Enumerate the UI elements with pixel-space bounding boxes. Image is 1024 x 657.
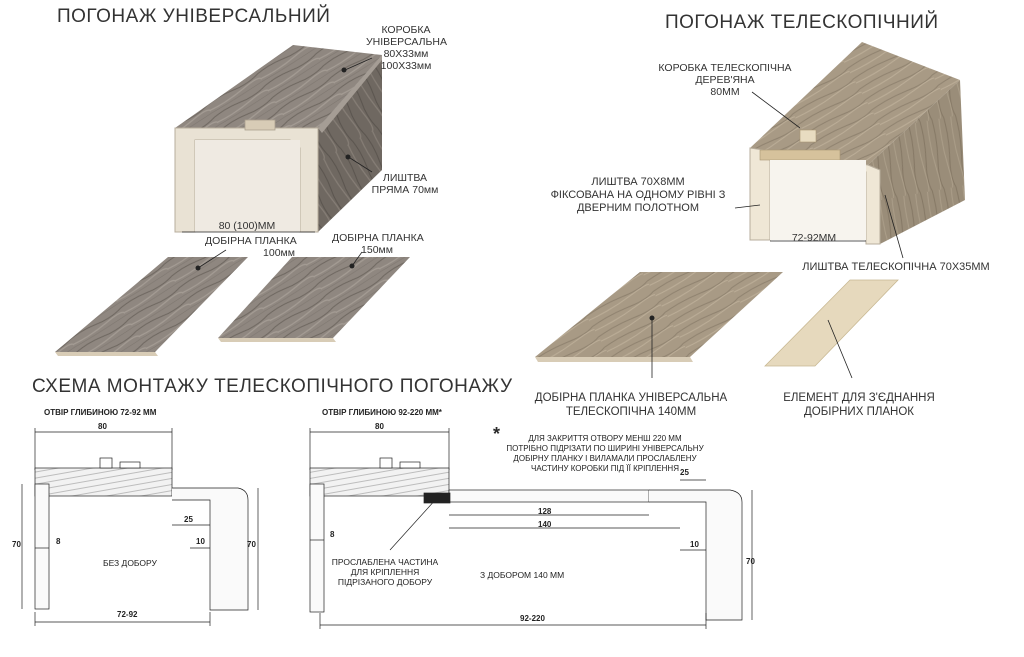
universal-plank100-label-line: ДОБІРНА ПЛАНКА (205, 235, 297, 247)
telescopic-casing-fixed-label-line: ФІКСОВАНА НА ОДНОМУ РІВНІ З (550, 189, 726, 201)
footnote-line: ДОБІРНУ ПЛАНКУ І ВИЛАМАЛИ ПРОСЛАБЛЕНУ (513, 454, 697, 463)
telescopic-plank-label: ДОБІРНА ПЛАНКА УНІВЕРСАЛЬНА ТЕЛЕСКОПІЧНА… (526, 391, 736, 419)
scheme-right-dim-top: 80 (375, 422, 384, 431)
telescopic-casing-tele-label: ЛИШТВА ТЕЛЕСКОПІЧНА 70Х35ММ (802, 261, 990, 273)
universal-box-illustration (174, 45, 382, 233)
telescopic-box-label-line: КОРОБКА ТЕЛЕСКОПІЧНА (658, 62, 792, 74)
scheme-right-dim-10: 10 (690, 540, 699, 549)
universal-plank150-label: ДОБІРНА ПЛАНКА 150мм (332, 232, 424, 256)
scheme-left-header: ОТВІР ГЛИБИНОЮ 72-92 ММ (44, 408, 157, 417)
connector-label-line: ДОБІРНИХ ПЛАНОК (803, 406, 914, 418)
telescopic-casing-fixed-label-line: ЛИШТВА 70Х8ММ (591, 176, 685, 188)
scheme-left-dim-10: 10 (196, 537, 205, 546)
universal-box-label-line: 80Х33мм (383, 48, 429, 60)
title-telescopic: ПОГОНАЖ ТЕЛЕСКОПІЧНИЙ (665, 12, 939, 33)
telescopic-casing-fixed-label: ЛИШТВА 70Х8ММ ФІКСОВАНА НА ОДНОМУ РІВНІ … (540, 176, 736, 215)
universal-box-label: КОРОБКА УНІВЕРСАЛЬНА 80Х33мм 100Х33мм (366, 24, 448, 72)
connector-element-illustration (764, 279, 899, 379)
universal-box-label-line: 100Х33мм (380, 60, 432, 72)
scheme-right-dim-128: 128 (538, 507, 552, 516)
universal-plank-150 (218, 251, 410, 342)
scheme-right-weak-label-line: ДЛЯ КРІПЛЕННЯ (350, 567, 420, 577)
scheme-right-header: ОТВІР ГЛИБИНОЮ 92-220 ММ* (322, 408, 442, 417)
universal-plank100-label-line: 100мм (263, 247, 295, 259)
connector-label-line: ЕЛЕМЕНТ ДЛЯ З'ЄДНАННЯ (783, 392, 935, 404)
telescopic-width-label: 72-92ММ (791, 232, 837, 244)
telescopic-box-illustration (734, 42, 965, 259)
universal-width-label: 80 (100)ММ (218, 220, 276, 232)
footnote-line: ДЛЯ ЗАКРИТТЯ ОТВОРУ МЕНШ 220 ММ (528, 434, 682, 443)
scheme-right-dim-8: 8 (330, 530, 335, 539)
universal-box-label-line: КОРОБКА (381, 24, 431, 36)
scheme-right-drawing (309, 428, 753, 629)
scheme-right-center-label: З ДОБОРОМ 140 ММ (480, 570, 565, 580)
scheme-left-dim-top: 80 (98, 422, 107, 431)
scheme-right-weak-label-line: ПРОСЛАБЛЕНА ЧАСТИНА (331, 557, 439, 567)
scheme-left-drawing (21, 428, 259, 626)
scheme-right-dim-bottom: 92-220 (520, 614, 545, 623)
universal-casing-label-line: ПРЯМА 70мм (371, 184, 439, 196)
scheme-right-weak-label-line: ПІДРІЗАНОГО ДОБОРУ (337, 577, 433, 587)
footnote-line: ПОТРІБНО ПІДРІЗАТИ ПО ШИРИНІ УНІВЕРСАЛЬН… (506, 444, 704, 453)
scheme-left-dim-25: 25 (184, 515, 193, 524)
connector-label: ЕЛЕМЕНТ ДЛЯ З'ЄДНАННЯ ДОБІРНИХ ПЛАНОК (774, 391, 944, 419)
telescopic-casing-fixed-label-line: ДВЕРНИМ ПОЛОТНОМ (576, 202, 700, 214)
telescopic-box-label: КОРОБКА ТЕЛЕСКОПІЧНА ДЕРЕВ'ЯНА 80ММ (650, 62, 800, 98)
scheme-right-dim-140: 140 (538, 520, 552, 529)
scheme-left-dim-8: 8 (56, 537, 61, 546)
telescopic-plank-illustration (535, 272, 783, 378)
telescopic-box-label-line: ДЕРЕВ'ЯНА (695, 74, 755, 86)
scheme-left-dim-bottom: 72-92 (117, 610, 138, 619)
footnote-line: ЧАСТИНУ КОРОБКИ ПІД ЇЇ КРІПЛЕННЯ (531, 464, 679, 473)
telescopic-box-label-line: 80ММ (710, 86, 740, 98)
title-scheme: СХЕМА МОНТАЖУ ТЕЛЕСКОПІЧНОГО ПОГОНАЖУ (32, 376, 513, 397)
title-universal: ПОГОНАЖ УНІВЕРСАЛЬНИЙ (57, 6, 331, 27)
telescopic-plank-label-line: ТЕЛЕСКОПІЧНА 140ММ (565, 406, 697, 418)
scheme-left-dim-70-left: 70 (12, 540, 21, 549)
universal-casing-label-line: ЛИШТВА (382, 172, 428, 184)
scheme-right-weak-label: ПРОСЛАБЛЕНА ЧАСТИНА ДЛЯ КРІПЛЕННЯ ПІДРІЗ… (330, 557, 440, 587)
universal-plank150-label-line: 150мм (361, 244, 393, 256)
universal-plank100-label: ДОБІРНА ПЛАНКА 100мм (205, 235, 297, 259)
scheme-right-dim-25: 25 (680, 468, 689, 477)
universal-plank-100 (55, 249, 248, 356)
footnote-text: ДЛЯ ЗАКРИТТЯ ОТВОРУ МЕНШ 220 ММ ПОТРІБНО… (500, 434, 710, 474)
telescopic-plank-label-line: ДОБІРНА ПЛАНКА УНІВЕРСАЛЬНА (534, 392, 728, 404)
footnote-star: * (493, 424, 501, 444)
universal-box-label-line: УНІВЕРСАЛЬНА (366, 36, 448, 48)
scheme-left-dim-70-right: 70 (247, 540, 256, 549)
scheme-right-dim-70: 70 (746, 557, 755, 566)
universal-plank150-label-line: ДОБІРНА ПЛАНКА (332, 232, 424, 244)
scheme-left-center-label: БЕЗ ДОБОРУ (103, 558, 157, 568)
universal-casing-label: ЛИШТВА ПРЯМА 70мм (365, 172, 445, 196)
